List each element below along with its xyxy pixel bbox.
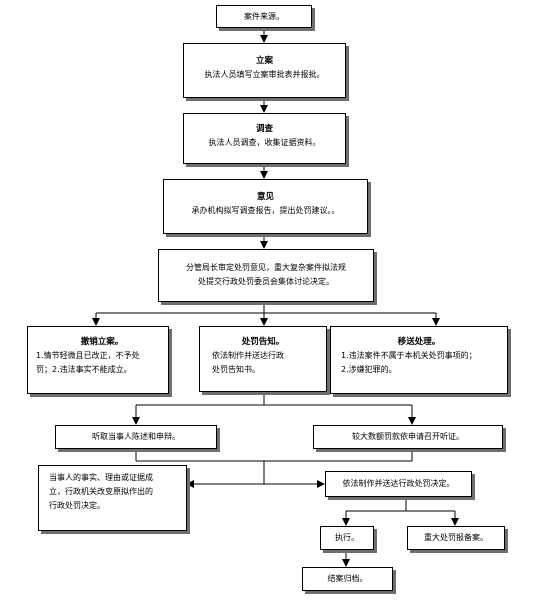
- node-penalty-notice: 处罚告知。 依法制作并送达行政 处罚告知书。: [199, 326, 327, 392]
- node-execute: 执行。: [320, 526, 374, 550]
- node-opinion-body: 承办机构拟写调查报告，提出处罚建议。。: [191, 206, 340, 215]
- node-cancel-title: 撤销立案。: [80, 337, 124, 347]
- node-review-line2: 处提交行政处罚委员会集体讨论决定。: [198, 277, 334, 286]
- node-cancel-line2: 罚；2.违法事实不能成立。: [36, 365, 132, 374]
- node-facts-line2: 立，行政机关改变原拟作出的: [49, 487, 153, 496]
- node-facts-established: 当事人的事实、理由或证据成 立，行政机关改变原拟作出的 行政处罚决定。: [38, 465, 187, 531]
- node-facts-line1: 当事人的事实、理由或证据成: [49, 473, 153, 482]
- node-hearing-request: 较大数额罚款依申请召开听证。: [313, 425, 503, 449]
- node-hearing-request-text: 较大数额罚款依申请召开听证。: [352, 432, 464, 441]
- node-penalty-decision: 依法制作并送达行政处罚决定。: [325, 471, 472, 497]
- node-notice-line1: 依法制作并送达行政: [212, 351, 284, 360]
- node-close-archive: 结案归档。: [302, 567, 393, 591]
- node-investigation-body: 执法人员调查，收集证据资料。: [208, 138, 321, 147]
- node-case-source-text: 案件来源。: [244, 12, 284, 21]
- node-notice-line2: 处罚告知书。: [212, 365, 260, 374]
- node-filing-title: 立案: [255, 56, 273, 66]
- node-cancel-filing: 撤销立案。 1.情节轻微且已改正，不予处 罚；2.违法事实不能成立。: [27, 326, 169, 394]
- node-filing-body: 执法人员填写立案审批表并报批。: [204, 70, 325, 79]
- node-execute-text: 执行。: [335, 533, 359, 542]
- node-hearing-statement-text: 听取当事人陈述和申辩。: [92, 432, 180, 441]
- node-investigation: 调查 执法人员调查，收集证据资料。: [183, 113, 346, 164]
- node-decision-text: 依法制作并送达行政处罚决定。: [342, 479, 455, 488]
- node-opinion: 意见 承办机构拟写调查报告，提出处罚建议。。: [163, 179, 368, 234]
- node-notice-title: 处罚告知。: [241, 337, 285, 347]
- node-transfer-line1: 1.违法案件不属于本机关处罚事项的；: [341, 351, 477, 360]
- node-close-text: 结案归档。: [327, 574, 368, 583]
- node-investigation-title: 调查: [255, 124, 273, 134]
- node-opinion-title: 意见: [256, 192, 274, 202]
- node-filing: 立案 执法人员填写立案审批表并报批。: [183, 43, 346, 98]
- node-facts-line3: 行政处罚决定。: [49, 501, 105, 510]
- node-review: 分管局长审定处罚意见，重大复杂案件拟法规 处提交行政处罚委员会集体讨论决定。: [158, 249, 374, 302]
- node-review-line1: 分管局长审定处罚意见，重大复杂案件拟法规: [186, 263, 346, 272]
- node-hearing-statement: 听取当事人陈述和申辩。: [55, 425, 217, 449]
- node-major-penalty-report: 重大处罚报备案。: [407, 526, 505, 550]
- node-report-text: 重大处罚报备案。: [424, 533, 488, 542]
- node-case-source: 案件来源。: [216, 5, 312, 28]
- node-transfer-title: 移送处理。: [397, 337, 441, 347]
- node-transfer: 移送处理。 1.违法案件不属于本机关处罚事项的； 2.涉嫌犯罪的。: [330, 326, 508, 394]
- node-cancel-line1: 1.情节轻微且已改正，不予处: [36, 351, 140, 360]
- node-transfer-line2: 2.涉嫌犯罪的。: [341, 365, 397, 374]
